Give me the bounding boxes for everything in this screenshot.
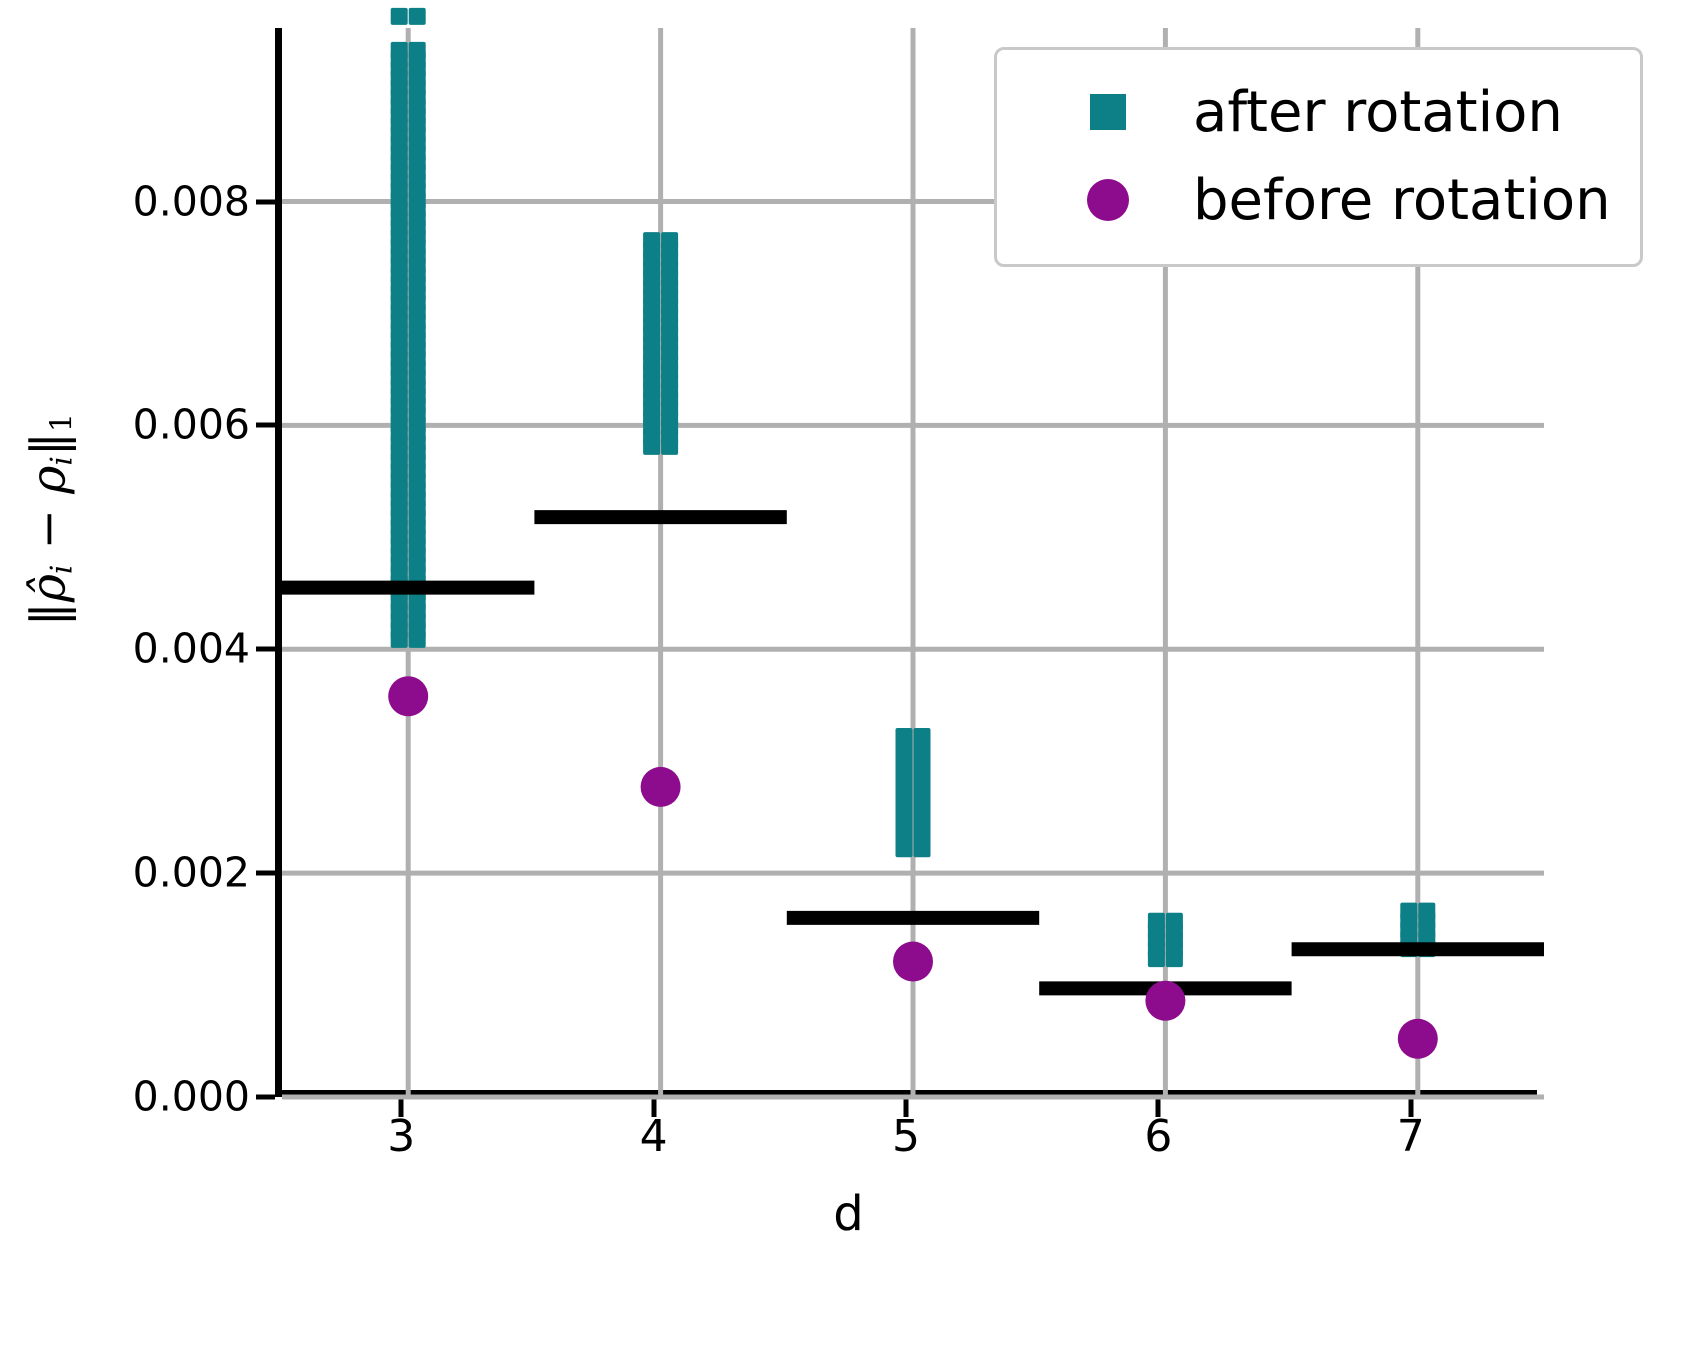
y-axis-tick-mark xyxy=(256,1094,275,1100)
y-title-rho-hat: ρ̂ xyxy=(20,574,77,603)
legend-label-after-rotation: after rotation xyxy=(1193,79,1563,145)
y-axis-tick-label: 0.008 xyxy=(132,177,250,225)
x-axis-tick-mark xyxy=(651,1097,657,1117)
y-title-bar-close: ‖ xyxy=(20,432,77,457)
before-rotation-marker-d3 xyxy=(388,676,429,717)
after-rotation-marker xyxy=(1147,950,1165,968)
circle-marker-icon xyxy=(1087,179,1129,221)
y-axis-tick-label: 0.002 xyxy=(132,848,250,897)
legend-swatch-cell-after xyxy=(1023,94,1193,130)
x-axis-tick-mark xyxy=(1408,1097,1414,1117)
before-rotation-marker-d4 xyxy=(640,766,681,807)
square-marker-icon xyxy=(1090,94,1126,130)
x-axis-tick-label: 7 xyxy=(1396,1111,1425,1162)
legend-item-before-rotation[interactable]: before rotation xyxy=(1023,156,1614,244)
x-axis-tick-mark xyxy=(398,1097,404,1117)
before-rotation-marker-d5 xyxy=(893,941,933,982)
after-rotation-marker-outlier xyxy=(408,7,426,25)
x-axis-tick-label: 4 xyxy=(639,1111,668,1162)
after-rotation-marker xyxy=(895,840,913,858)
legend-swatch-cell-before xyxy=(1023,179,1193,221)
x-axis-tick-mark xyxy=(1155,1097,1161,1117)
y-axis-tick-label: 0.004 xyxy=(132,624,250,673)
after-rotation-marker xyxy=(1165,950,1183,968)
y-axis-tick-mark xyxy=(256,870,275,876)
after-rotation-marker xyxy=(408,630,426,648)
y-title-rho: ρ xyxy=(20,465,77,494)
y-axis-tick-mark xyxy=(256,199,275,204)
y-title-sub-one: 1 xyxy=(44,413,80,433)
after-rotation-marker xyxy=(913,840,931,858)
plot-canvas xyxy=(282,7,1544,1100)
x-axis-tick-label: 3 xyxy=(387,1111,416,1162)
after-rotation-range-4 xyxy=(643,232,679,455)
y-title-sub-i-2: i xyxy=(44,456,80,466)
x-axis-tick-mark xyxy=(903,1097,909,1117)
before-rotation-marker-d6 xyxy=(1145,980,1186,1021)
after-rotation-range-3 xyxy=(390,41,426,648)
y-axis-tick-mark xyxy=(256,646,275,652)
legend-label-before-rotation: before rotation xyxy=(1193,167,1611,233)
y-axis-title: ‖ρ̂i − ρi‖1 xyxy=(20,140,79,900)
after-rotation-marker-outlier xyxy=(390,7,408,25)
after-rotation-marker xyxy=(661,437,679,455)
chart-legend: after rotation before rotation xyxy=(994,47,1643,267)
y-title-sub-i-1: i xyxy=(44,564,80,575)
x-axis-tick-label: 5 xyxy=(892,1111,920,1162)
x-axis-tick-label: 6 xyxy=(1144,1111,1173,1162)
after-rotation-marker xyxy=(390,630,408,648)
legend-item-after-rotation[interactable]: after rotation xyxy=(1023,68,1614,156)
after-rotation-range-6 xyxy=(1147,912,1183,968)
y-axis-tick-label: 0.000 xyxy=(132,1072,250,1121)
before-rotation-marker-d7 xyxy=(1397,1018,1438,1059)
y-title-bar-open: ‖ xyxy=(20,602,77,627)
y-axis-tick-mark xyxy=(256,422,275,428)
y-axis-tick-label: 0.006 xyxy=(132,400,250,449)
y-title-minus: − xyxy=(20,493,77,565)
after-rotation-range-5 xyxy=(895,728,931,858)
after-rotation-marker xyxy=(643,437,661,455)
x-axis-title: d xyxy=(833,1186,864,1242)
